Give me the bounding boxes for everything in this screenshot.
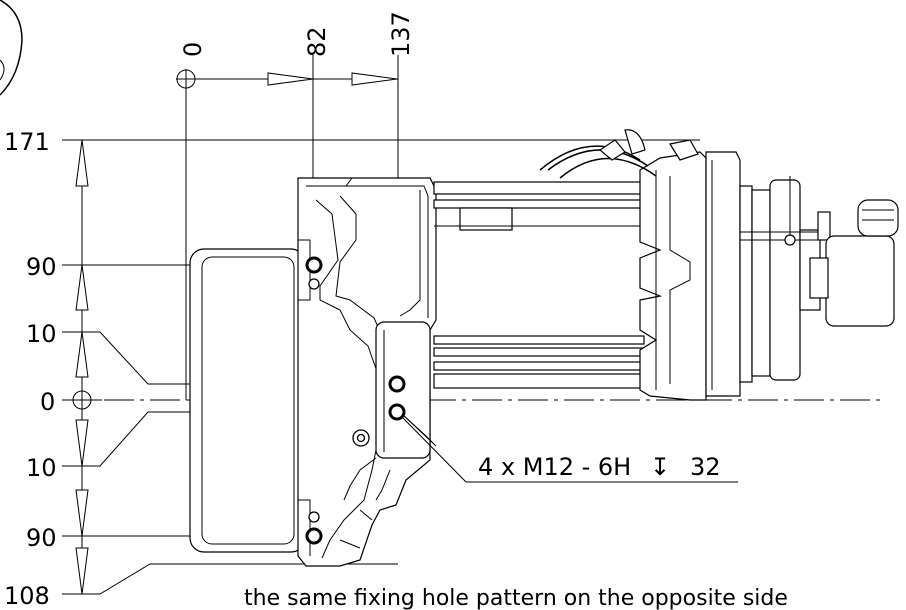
hole-bottom-left xyxy=(305,527,323,545)
front-housing xyxy=(189,248,306,553)
dim-label-171: 171 xyxy=(4,128,50,156)
motor-flange xyxy=(639,151,831,401)
cable-harness xyxy=(539,129,699,179)
gearbox-body xyxy=(297,177,437,567)
hole-upper-right xyxy=(388,375,406,393)
thread-spec-label: 4 x M12 - 6H xyxy=(478,453,631,481)
hole-lower-right xyxy=(388,403,406,421)
dim-label-0: 0 xyxy=(179,42,207,57)
dim-label-90-top: 90 xyxy=(26,253,57,281)
adjacent-view-fragment xyxy=(0,0,23,96)
tie-rods xyxy=(433,181,645,389)
dim-label-10-top: 10 xyxy=(26,320,57,348)
dim-label-108: 108 xyxy=(4,582,50,610)
hole-top-left xyxy=(305,256,323,274)
dim-label-82: 82 xyxy=(303,26,331,57)
thread-callout: 4 x M12 - 6H ↧ 32 xyxy=(401,413,738,483)
depth-symbol: ↧ xyxy=(650,453,670,481)
dim-label-90-bottom: 90 xyxy=(26,524,57,552)
vertical-dimensions: 171 90 10 0 10 90 108 xyxy=(4,128,700,610)
connector-box xyxy=(784,176,899,327)
dim-label-137: 137 xyxy=(387,11,415,57)
caption-text: the same fixing hole pattern on the oppo… xyxy=(244,586,788,610)
depth-value-label: 32 xyxy=(690,453,721,481)
dim-label-10-bottom: 10 xyxy=(26,454,57,482)
fixing-holes xyxy=(305,256,406,545)
dim-label-0-vertical: 0 xyxy=(40,388,55,416)
